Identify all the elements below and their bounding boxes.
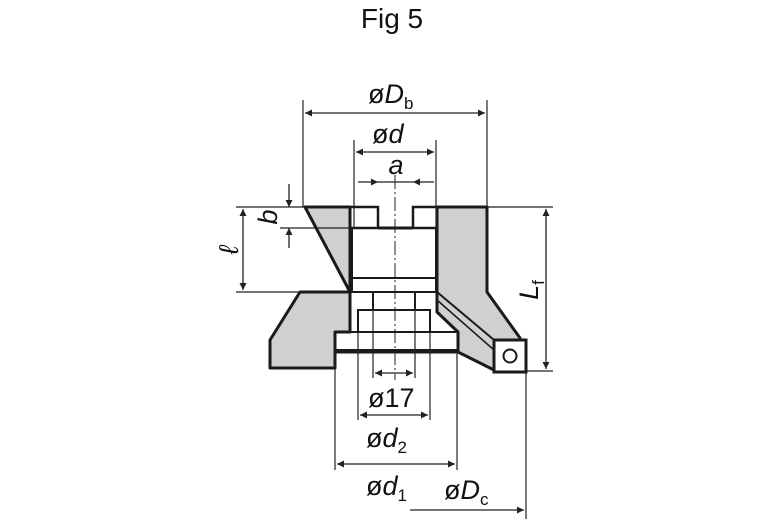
shaft-step-1: [372, 291, 416, 311]
label-Dc: øDc: [444, 475, 489, 509]
label-d1: ød1: [366, 471, 407, 505]
pocket-edge-1: [436, 291, 501, 346]
label-d: ød: [372, 119, 405, 149]
pocket-edge-2: [436, 299, 495, 351]
cutter-body: [268, 205, 528, 374]
extension-lines: [236, 100, 553, 519]
shaft-step-2: [357, 309, 431, 333]
label-Db: øDb: [368, 79, 413, 113]
label-a: a: [388, 150, 403, 180]
figure-title: Fig 5: [361, 3, 423, 34]
label-17: ø17: [368, 383, 415, 413]
keyway-ledge-right: [411, 205, 437, 230]
insert: [492, 338, 528, 374]
body-left-section: [268, 205, 352, 370]
label-l: ℓ: [214, 244, 244, 255]
keyway-ledge-left: [350, 205, 380, 230]
shaft-step-3: [334, 331, 459, 351]
insert-hole: [502, 348, 518, 364]
label-Lf: Lf: [514, 280, 548, 300]
dimension-lines: [239, 109, 550, 514]
label-d2: ød2: [366, 423, 407, 457]
bore-shoulder: [351, 277, 437, 293]
label-b: b: [253, 209, 283, 224]
